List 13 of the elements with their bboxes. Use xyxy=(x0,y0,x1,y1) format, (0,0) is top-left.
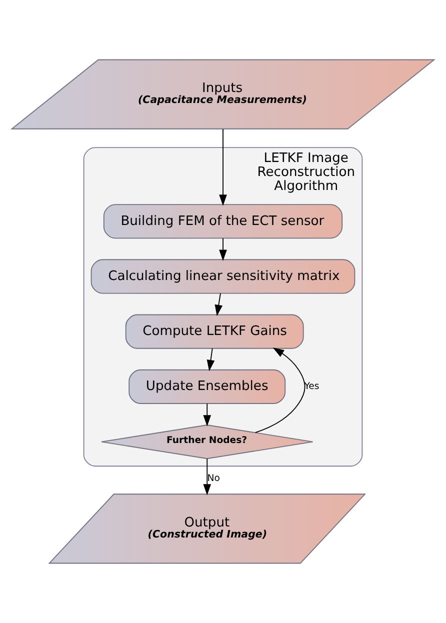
node-diamond: Further Nodes? xyxy=(100,424,314,460)
arrow xyxy=(219,238,227,261)
arrow xyxy=(203,403,212,426)
node-box: Compute LETKF Gains xyxy=(125,314,304,349)
arrow xyxy=(254,348,306,434)
arrow xyxy=(203,458,212,496)
arrow xyxy=(219,128,227,206)
arrow xyxy=(214,292,223,316)
node-box: Calculating linear sensitivity matrix xyxy=(90,259,356,294)
arrow xyxy=(206,348,215,372)
edge-label: No xyxy=(207,473,220,484)
node-box: Update Ensembles xyxy=(128,369,286,404)
node-box: Building FEM of the ECT sensor xyxy=(103,204,343,239)
